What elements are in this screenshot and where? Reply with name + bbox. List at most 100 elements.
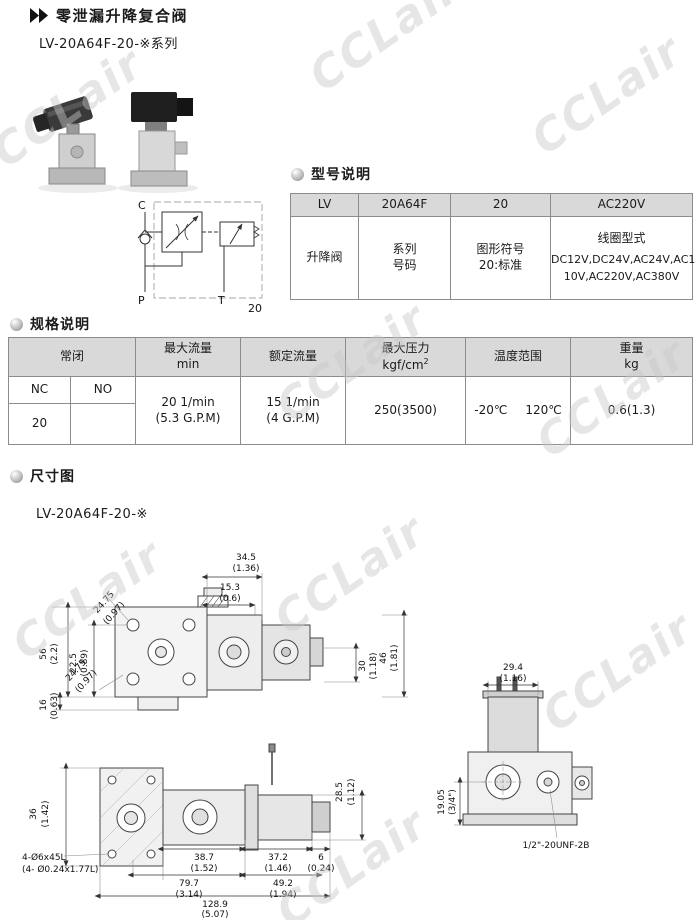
side-view-dim-lines bbox=[454, 681, 558, 839]
dim-36: 36 bbox=[29, 808, 39, 820]
dim-6: 6 bbox=[318, 853, 324, 863]
watermark: CCLair bbox=[300, 0, 470, 102]
model-coil-title: 线圈型式 bbox=[597, 231, 646, 246]
schematic-boundary bbox=[153, 201, 263, 299]
page-header: 零泄漏升降复合阀 bbox=[30, 5, 188, 26]
spec-pressure-sup: 2 bbox=[423, 356, 429, 366]
schematic-port-p: P bbox=[138, 294, 145, 307]
spec-header-weight-line2: kg bbox=[624, 357, 639, 371]
schematic-number: 20 bbox=[248, 302, 262, 315]
model-coil-line1: DC12V,DC24V,AC24V,AC1 bbox=[551, 252, 696, 266]
spec-header-flow-rated: 额定流量 bbox=[240, 337, 347, 377]
spec-cell-flow-rated: 15 1/min (4 G.P.M) bbox=[240, 376, 347, 445]
spec-table-header-row: 常闭 最大流量 min 额定流量 最大压力 kgf/cm2 温度范围 重量 kg bbox=[7, 337, 694, 377]
bullet-icon bbox=[291, 167, 304, 181]
spec-pressure-unit: kgf/cm bbox=[382, 357, 424, 372]
spec-temp-high: 120℃ bbox=[525, 402, 562, 417]
spec-heading-label: 规格说明 bbox=[30, 317, 90, 333]
bullet-icon bbox=[10, 317, 23, 331]
dim-38-7: 38.7 bbox=[194, 853, 214, 863]
product-photo-right bbox=[118, 92, 198, 193]
spec-header-flow-max: 最大流量 min bbox=[135, 337, 242, 377]
model-series-line2: 号码 bbox=[392, 258, 417, 272]
front-view-dim-labels: 36 (1.42) 28.5 (1.12) 4-Ø6x45L (4- Ø0.24… bbox=[22, 778, 357, 920]
dim-56-in: (2.2) bbox=[50, 643, 60, 664]
dim-34-5-in: (1.36) bbox=[232, 564, 259, 574]
dim-15-3: 15.3 bbox=[220, 583, 240, 593]
dimension-drawing: 34.5 (1.36) 15.3 (0.6) 24.75 (0.97) 56 (… bbox=[22, 553, 593, 920]
dim-heading-label: 尺寸图 bbox=[30, 469, 75, 485]
dim-37-2: 37.2 bbox=[268, 853, 288, 863]
dim-bolt-line1: 4-Ø6x45L bbox=[22, 852, 66, 863]
model-section-heading: 型号说明 bbox=[291, 164, 371, 184]
dim-34-5: 34.5 bbox=[236, 553, 256, 563]
dim-128-9: 128.9 bbox=[202, 900, 228, 910]
dim-30-in: (1.18) bbox=[369, 652, 379, 679]
dim-36-in: (1.42) bbox=[41, 800, 51, 827]
model-symbol-line1: 图形符号 bbox=[476, 242, 525, 257]
model-symbol-line2: 20:标准 bbox=[478, 258, 523, 272]
dim-46-in: (1.81) bbox=[390, 644, 400, 671]
model-series-line1: 系列 bbox=[392, 242, 417, 257]
dim-79-7-in: (3.14) bbox=[175, 890, 202, 900]
product-photo-left bbox=[33, 96, 118, 193]
dim-49-2: 49.2 bbox=[273, 879, 293, 889]
dim-section-heading: 尺寸图 bbox=[10, 466, 75, 486]
spec-cell-weight: 0.6(1.3) bbox=[570, 376, 694, 445]
dim-29-4: 29.4 bbox=[503, 663, 523, 673]
dim-28-5: 28.5 bbox=[335, 782, 345, 802]
series-label: LV-20A64F-20-※系列 bbox=[39, 37, 178, 52]
model-cell-valve: 升降阀 bbox=[290, 216, 359, 300]
spec-header-flow-max-line1: 最大流量 bbox=[164, 341, 213, 356]
page-title: 零泄漏升降复合阀 bbox=[56, 7, 189, 25]
dim-38-7-in: (1.52) bbox=[190, 864, 217, 874]
model-cell-coil: 线圈型式 DC12V,DC24V,AC24V,AC1 10V,AC220V,AC… bbox=[550, 216, 696, 300]
top-view-dim-lines bbox=[52, 573, 408, 711]
spec-flow-max-gpm: (5.3 G.P.M) bbox=[155, 410, 221, 425]
side-view bbox=[462, 676, 593, 826]
dim-22-5: 22.5 bbox=[69, 653, 79, 673]
double-triangle-icon bbox=[30, 8, 48, 23]
model-cell-series: 系列 号码 bbox=[358, 216, 451, 300]
dim-56: 56 bbox=[39, 648, 49, 660]
dim-model-label: LV-20A64F-20-※ bbox=[36, 507, 148, 522]
front-view-dim-lines bbox=[60, 762, 366, 899]
top-view bbox=[114, 587, 324, 711]
schematic-port-t: T bbox=[217, 294, 225, 307]
dim-37-2-in: (1.46) bbox=[264, 864, 291, 874]
dim-22-5-in: (0.89) bbox=[80, 649, 90, 676]
dim-30: 30 bbox=[358, 660, 368, 672]
spec-header-weight: 重量 kg bbox=[570, 337, 694, 377]
spec-table-sub-row: NC NO 20 1/min (5.3 G.P.M) 15 1/min (4 G… bbox=[8, 376, 694, 445]
spec-cell-nc: NC bbox=[8, 376, 71, 404]
spec-cell-no: NO bbox=[69, 376, 137, 404]
model-header-lv: LV bbox=[290, 193, 359, 217]
spec-cell-model-20: 20 bbox=[8, 403, 71, 445]
dim-6-in: (0.24) bbox=[307, 864, 334, 874]
model-coil-line2: 10V,AC220V,AC380V bbox=[563, 269, 680, 283]
spec-flow-rated-value: 15 1/min bbox=[266, 394, 320, 409]
dim-29-4-in: (1.16) bbox=[499, 674, 526, 684]
dim-16: 16 bbox=[39, 699, 49, 711]
spec-header-nc: 常闭 bbox=[7, 337, 137, 377]
model-header-voltage: AC220V bbox=[550, 193, 693, 217]
spec-flow-rated-gpm: (4 G.P.M) bbox=[266, 410, 320, 425]
dim-28-5-in: (1.12) bbox=[347, 778, 357, 805]
dim-79-7: 79.7 bbox=[179, 879, 199, 889]
dim-16-in: (0.63) bbox=[50, 692, 60, 719]
spec-table: 常闭 最大流量 min 额定流量 最大压力 kgf/cm2 温度范围 重量 kg… bbox=[7, 337, 694, 445]
spec-cell-flow-max: 20 1/min (5.3 G.P.M) bbox=[135, 376, 242, 445]
model-heading-label: 型号说明 bbox=[311, 167, 371, 183]
spec-cell-empty bbox=[69, 403, 137, 445]
dim-128-9-in: (5.07) bbox=[201, 910, 228, 920]
model-header-symbol: 20 bbox=[450, 193, 551, 217]
spec-cell-pressure: 250(3500) bbox=[345, 376, 467, 445]
bullet-icon bbox=[10, 469, 23, 483]
side-view-dim-labels: 29.4 (1.16) 19.05 (3/4") 1/2"-20UNF-2B bbox=[437, 663, 589, 851]
spec-header-weight-line1: 重量 bbox=[619, 341, 644, 356]
model-cell-symbol: 图形符号 20:标准 bbox=[450, 216, 551, 300]
dim-bolt-line2: (4- Ø0.24x1.77L) bbox=[22, 864, 98, 875]
spec-flow-max-value: 20 1/min bbox=[161, 394, 215, 409]
